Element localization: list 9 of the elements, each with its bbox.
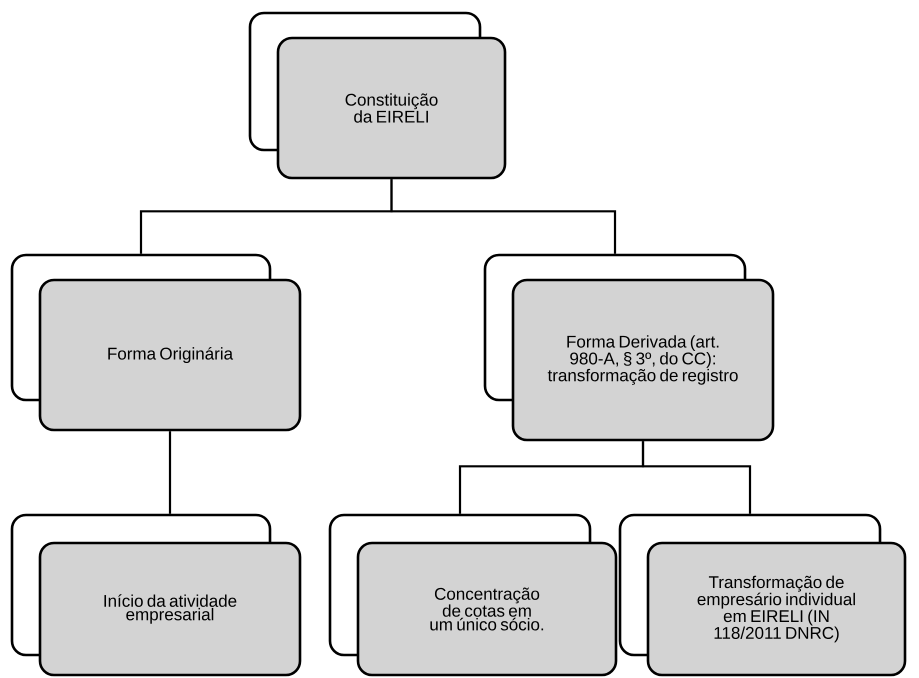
stacked-box: Forma Originária (10, 254, 302, 432)
connector-line (642, 441, 752, 514)
stacked-box: Constituição da EIRELI (248, 12, 506, 180)
stacked-box: Início da atividade empresarial (10, 514, 302, 676)
stacked-box: Forma Derivada (art. 980-A, § 3º, do CC): transformação de registro (484, 254, 774, 442)
stacked-box: Transformação de empresário individual em EIRELI (IN 118/2011 DNRC) (618, 514, 906, 676)
connector-line (168, 431, 172, 514)
connector-line (390, 179, 616, 254)
stacked-box: Concentração de cotas em um único sócio. (328, 514, 618, 676)
